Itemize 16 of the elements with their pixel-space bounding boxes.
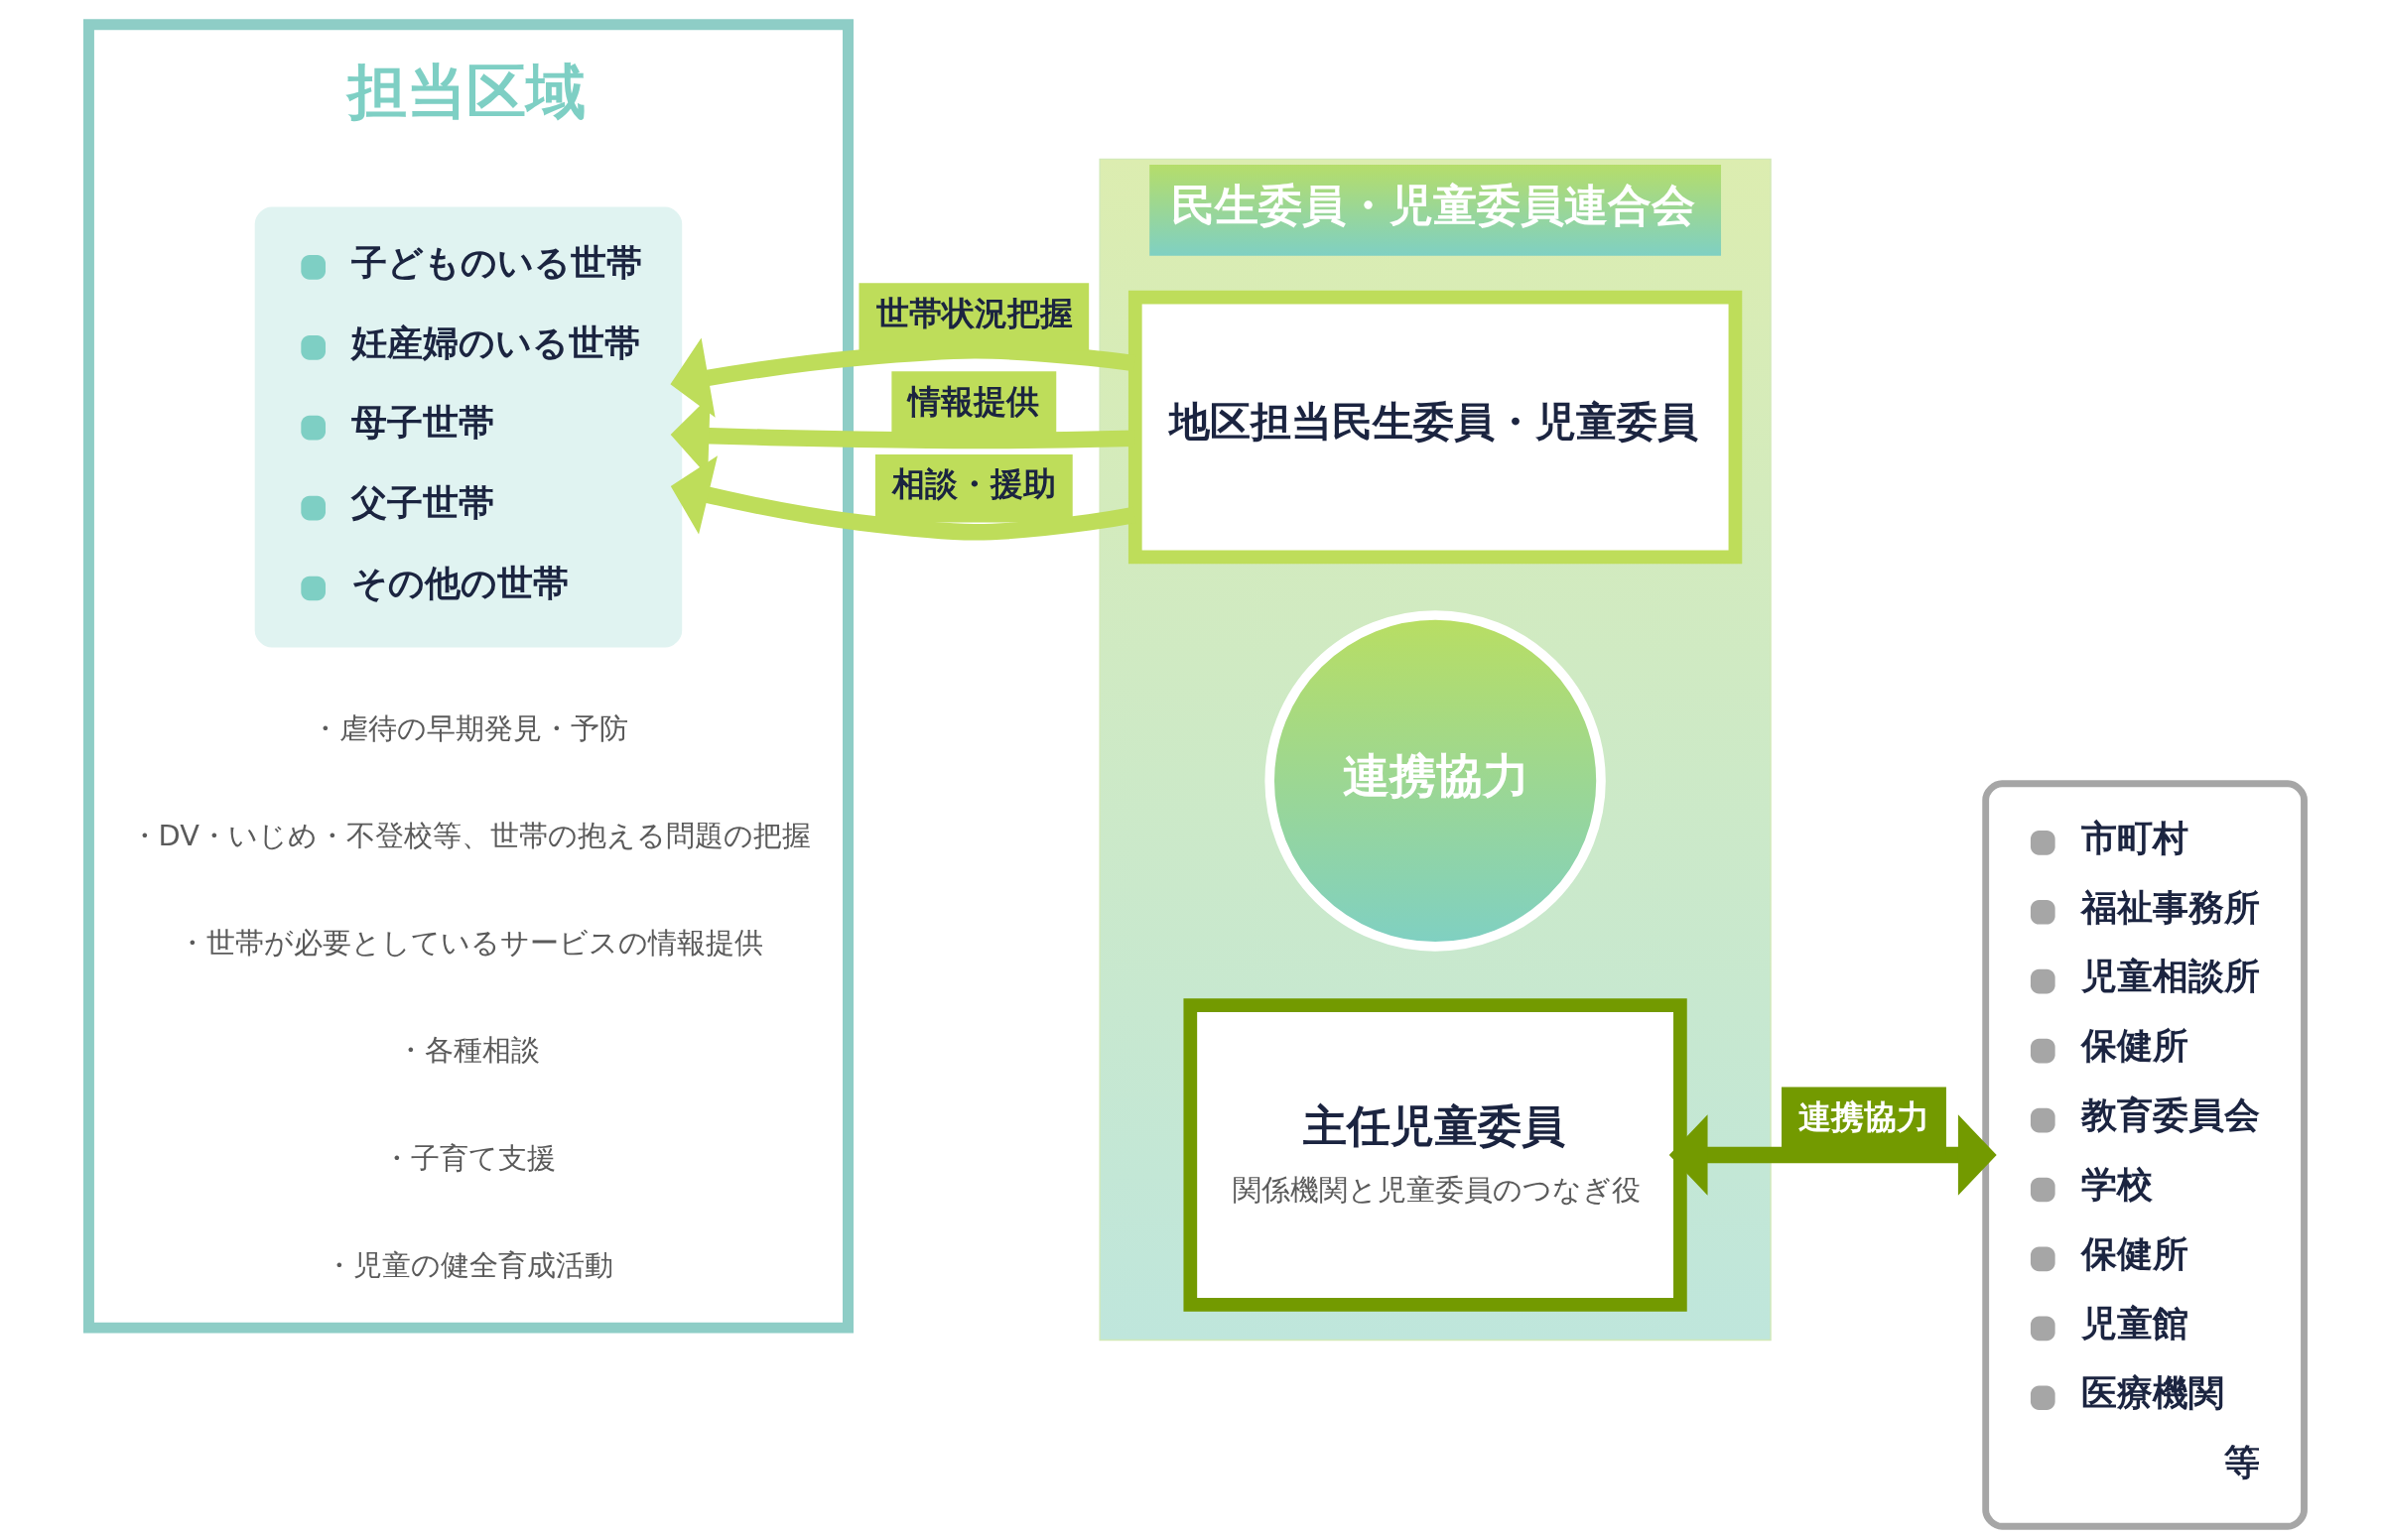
node-box: 主任児童委員 関係機関と児童委員のつなぎ役 (1183, 998, 1687, 1312)
arrow (1668, 1114, 1997, 1196)
edge-label: 情報提供 (908, 381, 1040, 421)
node-circle: 連携協力 (1264, 610, 1606, 952)
label: ・児童の健全育成活動 (325, 1248, 614, 1283)
label: ・DV・いじめ・不登校等、世帯の抱える問題の把握 (129, 818, 811, 852)
node-box: 子どものいる世帯 妊産婦のいる世帯 母子世帯 父子世帯 その他の世帯 (254, 206, 683, 648)
label: ・各種相談 (396, 1033, 541, 1068)
edge-label: 世帯状況把握 (875, 293, 1073, 332)
label: ・世帯が必要としているサービスの情報提供 (177, 926, 763, 961)
edge-label: 連携協力 (1798, 1096, 1930, 1136)
label: ・子育て支援 (381, 1140, 556, 1175)
node-box: 地区担当民生委員・児童委員 (1127, 290, 1743, 565)
edge-label: 相談・援助 (892, 464, 1057, 504)
node-box: 市町村 福祉事務所 児童相談所 保健所 教育委員会 学校 保健所 児童館 医療機関 等 (1982, 780, 2308, 1530)
label: ・虐待の早期発見・予防 (310, 710, 628, 745)
